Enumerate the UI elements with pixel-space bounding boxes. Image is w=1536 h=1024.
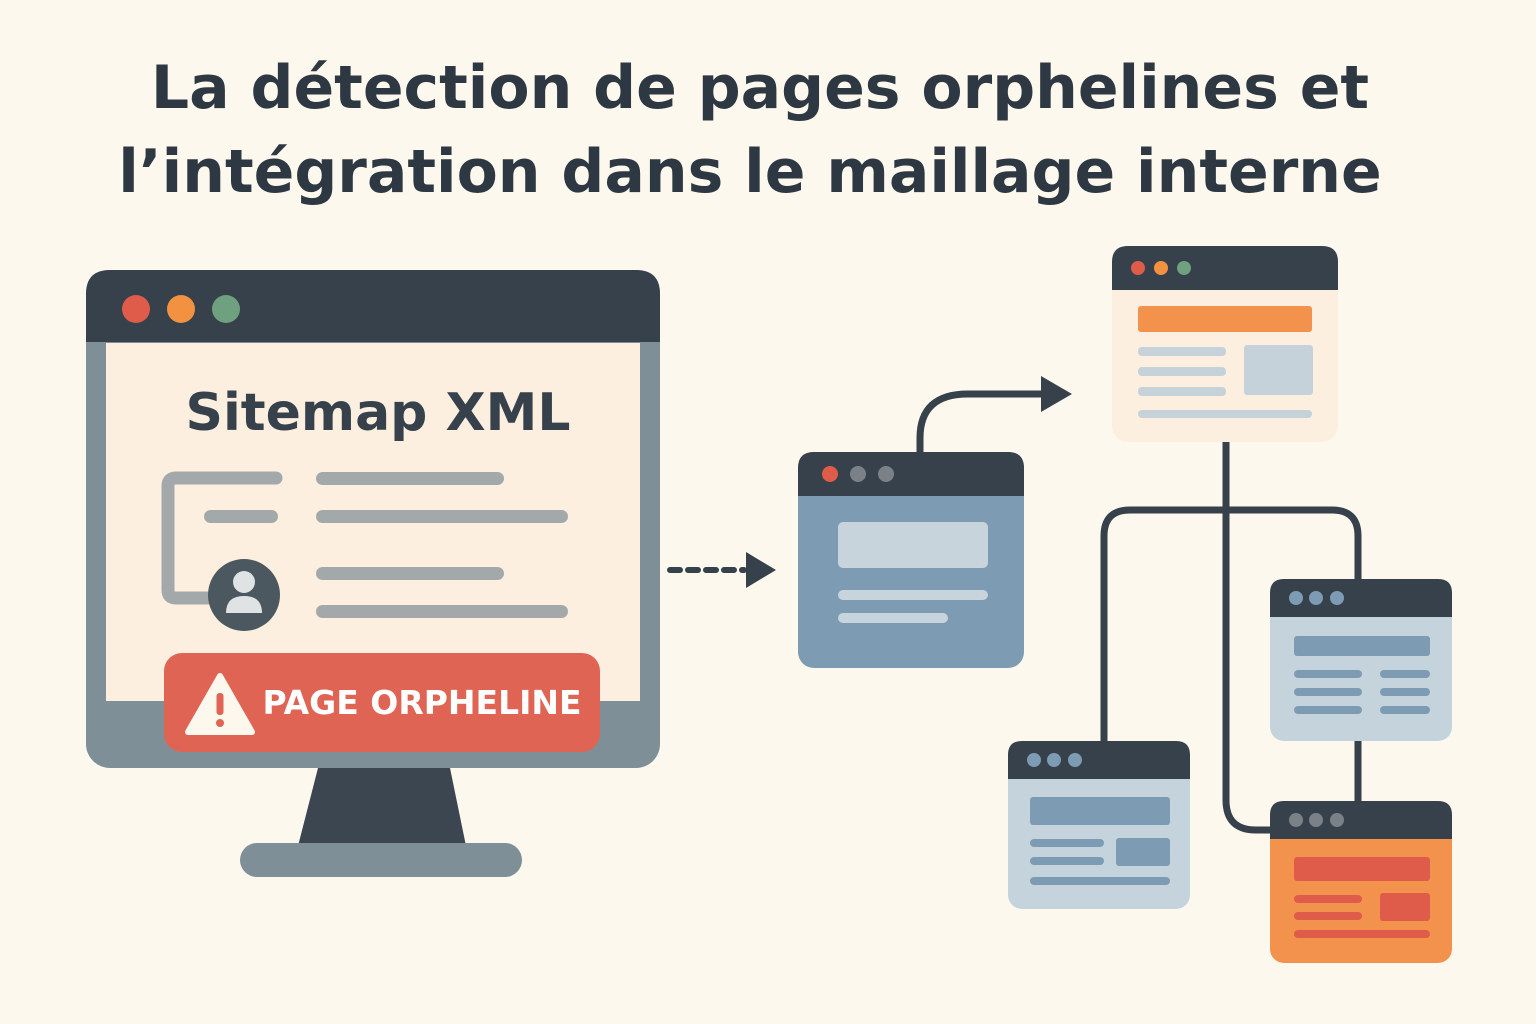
monitor: Sitemap XML PAGE ORPHELINE <box>86 270 660 877</box>
sitemap-line <box>316 510 568 523</box>
integrated-page-window <box>1270 801 1452 963</box>
monitor-base <box>240 843 522 877</box>
orphan-page-window <box>798 452 1024 668</box>
monitor-title-bar <box>86 270 660 342</box>
sitemap-line <box>204 510 278 523</box>
sitemap-line <box>316 605 568 618</box>
internal-link-connectors <box>1100 440 1362 834</box>
title-line-2: l’intégration dans le maillage interne <box>118 137 1381 207</box>
window-dot-green <box>212 295 240 323</box>
sitemap-line <box>316 472 504 485</box>
orphan-page-label: PAGE ORPHELINE <box>262 683 581 722</box>
title-line-1: La détection de pages orphelines et <box>151 53 1369 123</box>
orphan-page-alert: PAGE ORPHELINE <box>164 653 600 752</box>
user-icon <box>208 559 280 631</box>
dotted-arrow-head <box>746 552 776 588</box>
curved-link-arrow <box>916 390 1048 459</box>
window-dot-red <box>122 295 150 323</box>
window-dot-orange <box>167 295 195 323</box>
curved-link-arrow-head <box>1041 376 1072 412</box>
sitemap-line <box>316 567 504 580</box>
hub-page-window <box>1112 246 1338 442</box>
linked-page-window <box>1270 579 1452 741</box>
sitemap-heading: Sitemap XML <box>186 383 571 443</box>
linked-page-window <box>1008 741 1190 909</box>
warning-icon <box>185 673 255 735</box>
monitor-stand <box>298 768 466 846</box>
sitemap-tree-connector <box>161 471 283 605</box>
